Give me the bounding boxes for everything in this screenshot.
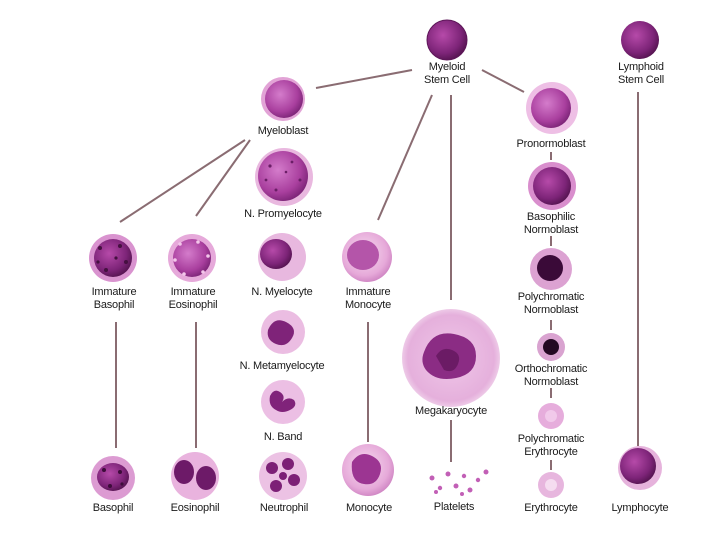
megakaryocyte-cell: [402, 309, 500, 407]
label-myeloblast-line1: Myeloblast: [257, 125, 309, 137]
basophilic-normoblast-cell: [528, 162, 576, 210]
erythrocyte-cell: [538, 472, 564, 498]
label-metamyelocyte: N. Metamyelocyte: [240, 360, 325, 373]
label-platelets: Platelets: [433, 501, 475, 514]
label-lymphocyte-line1: Lymphocyte: [611, 502, 669, 514]
label-neutrophil: Neutrophil: [260, 502, 308, 515]
label-lymphoid-stem-cell-line1: Lymphoid: [618, 61, 664, 73]
line-stem-to-pronormoblast: [481, 69, 525, 93]
line-myeloblast-to-basophil: [119, 139, 246, 223]
label-lymphoid-stem-cell-line2: Stem Cell: [618, 74, 664, 86]
immature-basophil-cell: [89, 234, 137, 282]
label-myeloid-stem-cell-line2: Stem Cell: [424, 74, 470, 86]
lymphoid-stem-cell-cell: [621, 21, 659, 59]
label-immature-monocyte-line2: Monocyte: [344, 299, 392, 311]
label-basophilic-normoblast-line1: Basophilic: [526, 211, 576, 223]
neutrophil-cell: [259, 452, 307, 500]
label-immature-monocyte-line1: Immature: [345, 286, 391, 298]
promyelocyte-cell: [255, 148, 313, 206]
orthochromatic-normoblast-cell: [537, 333, 565, 361]
metamyelocyte-cell: [261, 310, 305, 354]
lymphocyte-cell: [618, 446, 662, 490]
label-myeloblast: Myeloblast: [258, 125, 309, 138]
label-band-line1: N. Band: [263, 431, 303, 443]
eosinophil-cell: [171, 452, 219, 500]
label-orthochromatic-normoblast-line1: Orthochromatic: [514, 363, 588, 375]
polychromatic-normoblast-cell: [530, 248, 572, 290]
polychromatic-erythrocyte-cell: [538, 403, 564, 429]
line-stem-to-myeloblast: [315, 69, 413, 89]
label-eosinophil: Eosinophil: [171, 502, 220, 515]
connector-lines: [115, 69, 639, 470]
label-immature-eosinophil-line1: Immature: [170, 286, 216, 298]
label-megakaryocyte: Megakaryocyte: [415, 405, 487, 418]
label-polychromatic-normoblast-line2: Normoblast: [523, 304, 579, 316]
label-immature-eosinophil-line2: Eosinophil: [168, 299, 218, 311]
label-immature-basophil-line2: Basophil: [93, 299, 135, 311]
label-polychromatic-erythrocyte-line1: Polychromatic: [517, 433, 585, 445]
immature-eosinophil-cell: [168, 234, 216, 282]
band-cell: [261, 380, 305, 424]
myeloid-stem-cell-cell: [426, 19, 468, 61]
basophil-cell: [91, 456, 135, 500]
label-basophil: Basophil: [93, 502, 134, 515]
line-stem-to-immature-monocyte: [377, 94, 433, 221]
label-platelets-line1: Platelets: [433, 501, 475, 513]
label-monocyte: Monocyte: [346, 502, 392, 515]
label-monocyte-line1: Monocyte: [345, 502, 393, 514]
label-promyelocyte-line1: N. Promyelocyte: [244, 208, 322, 220]
label-lymphocyte: Lymphocyte: [612, 502, 669, 515]
label-neutrophil-line1: Neutrophil: [259, 502, 309, 514]
label-basophilic-normoblast-line2: Normoblast: [523, 224, 579, 236]
label-myelocyte: N. Myelocyte: [251, 286, 312, 299]
label-immature-basophil-line1: Immature: [91, 286, 137, 298]
immature-monocyte-cell: [342, 232, 392, 282]
myeloblast-cell: [261, 77, 305, 121]
label-orthochromatic-normoblast-line2: Normoblast: [523, 376, 579, 388]
label-myelocyte-line1: N. Myelocyte: [251, 286, 313, 298]
label-promyelocyte: N. Promyelocyte: [244, 208, 322, 221]
label-basophil-line1: Basophil: [92, 502, 134, 514]
label-band: N. Band: [263, 431, 303, 444]
monocyte-cell: [342, 444, 394, 496]
platelets-cell: [429, 469, 489, 496]
label-polychromatic-erythrocyte-line2: Erythrocyte: [524, 446, 578, 458]
label-erythrocyte: Erythrocyte: [524, 502, 578, 515]
label-myeloid-stem-cell-line1: Myeloid: [428, 61, 466, 73]
label-metamyelocyte-line1: N. Metamyelocyte: [239, 360, 325, 372]
myelocyte-cell: [258, 233, 306, 281]
label-erythrocyte-line1: Erythrocyte: [524, 502, 578, 514]
label-megakaryocyte-line1: Megakaryocyte: [415, 405, 487, 417]
pronormoblast-cell: [526, 82, 578, 134]
label-polychromatic-normoblast-line1: Polychromatic: [517, 291, 585, 303]
label-pronormoblast-line1: Pronormoblast: [516, 138, 586, 150]
line-myeloblast-to-eosinophil: [195, 139, 251, 217]
label-pronormoblast: Pronormoblast: [517, 138, 586, 151]
label-eosinophil-line1: Eosinophil: [170, 502, 220, 514]
